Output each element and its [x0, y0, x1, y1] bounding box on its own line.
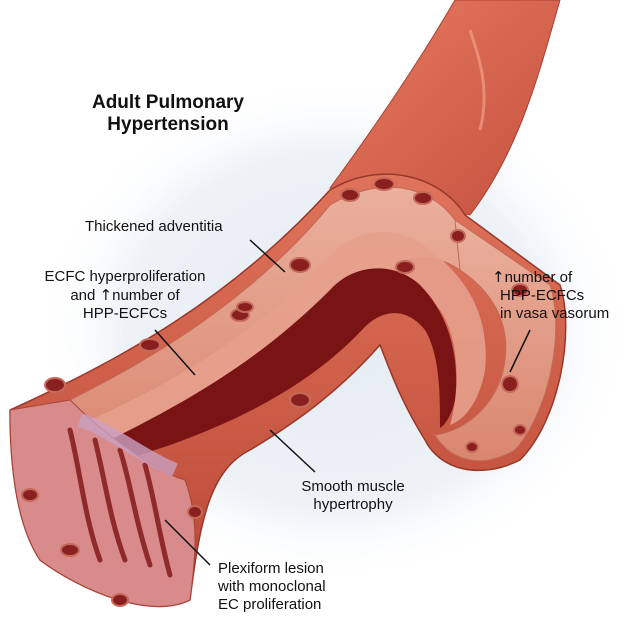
- ecfc-line-3: HPP-ECFCs: [10, 305, 240, 323]
- label-thickened-adventitia: Thickened adventitia: [85, 218, 223, 236]
- diagram-title: Adult Pulmonary Hypertension: [68, 92, 268, 136]
- vasa-line-1: ↑number of: [492, 268, 609, 287]
- label-vasa-vasorum: ↑number of HPP-ECFCs in vasa vasorum: [492, 268, 609, 323]
- plexiform-line-1: Plexiform lesion: [218, 560, 326, 578]
- ecfc-line-2: and ↑number of: [10, 286, 240, 305]
- label-smooth-muscle: Smooth muscle hypertrophy: [288, 478, 418, 514]
- vasa-line-2: HPP-ECFCs: [492, 287, 609, 305]
- label-plexiform: Plexiform lesion with monoclonal EC prol…: [218, 560, 326, 614]
- title-line-1: Adult Pulmonary: [68, 92, 268, 114]
- title-line-2: Hypertension: [68, 114, 268, 136]
- smooth-muscle-line-2: hypertrophy: [288, 496, 418, 514]
- up-arrow-icon: ↑: [492, 268, 505, 286]
- vasa-line-3: in vasa vasorum: [492, 305, 609, 323]
- smooth-muscle-line-1: Smooth muscle: [288, 478, 418, 496]
- up-arrow-icon: ↑: [100, 286, 113, 304]
- label-ecfc: ECFC hyperproliferation and ↑number of H…: [10, 268, 240, 323]
- ecfc-line-1: ECFC hyperproliferation: [10, 268, 240, 286]
- plexiform-line-2: with monoclonal: [218, 578, 326, 596]
- plexiform-line-3: EC proliferation: [218, 596, 326, 614]
